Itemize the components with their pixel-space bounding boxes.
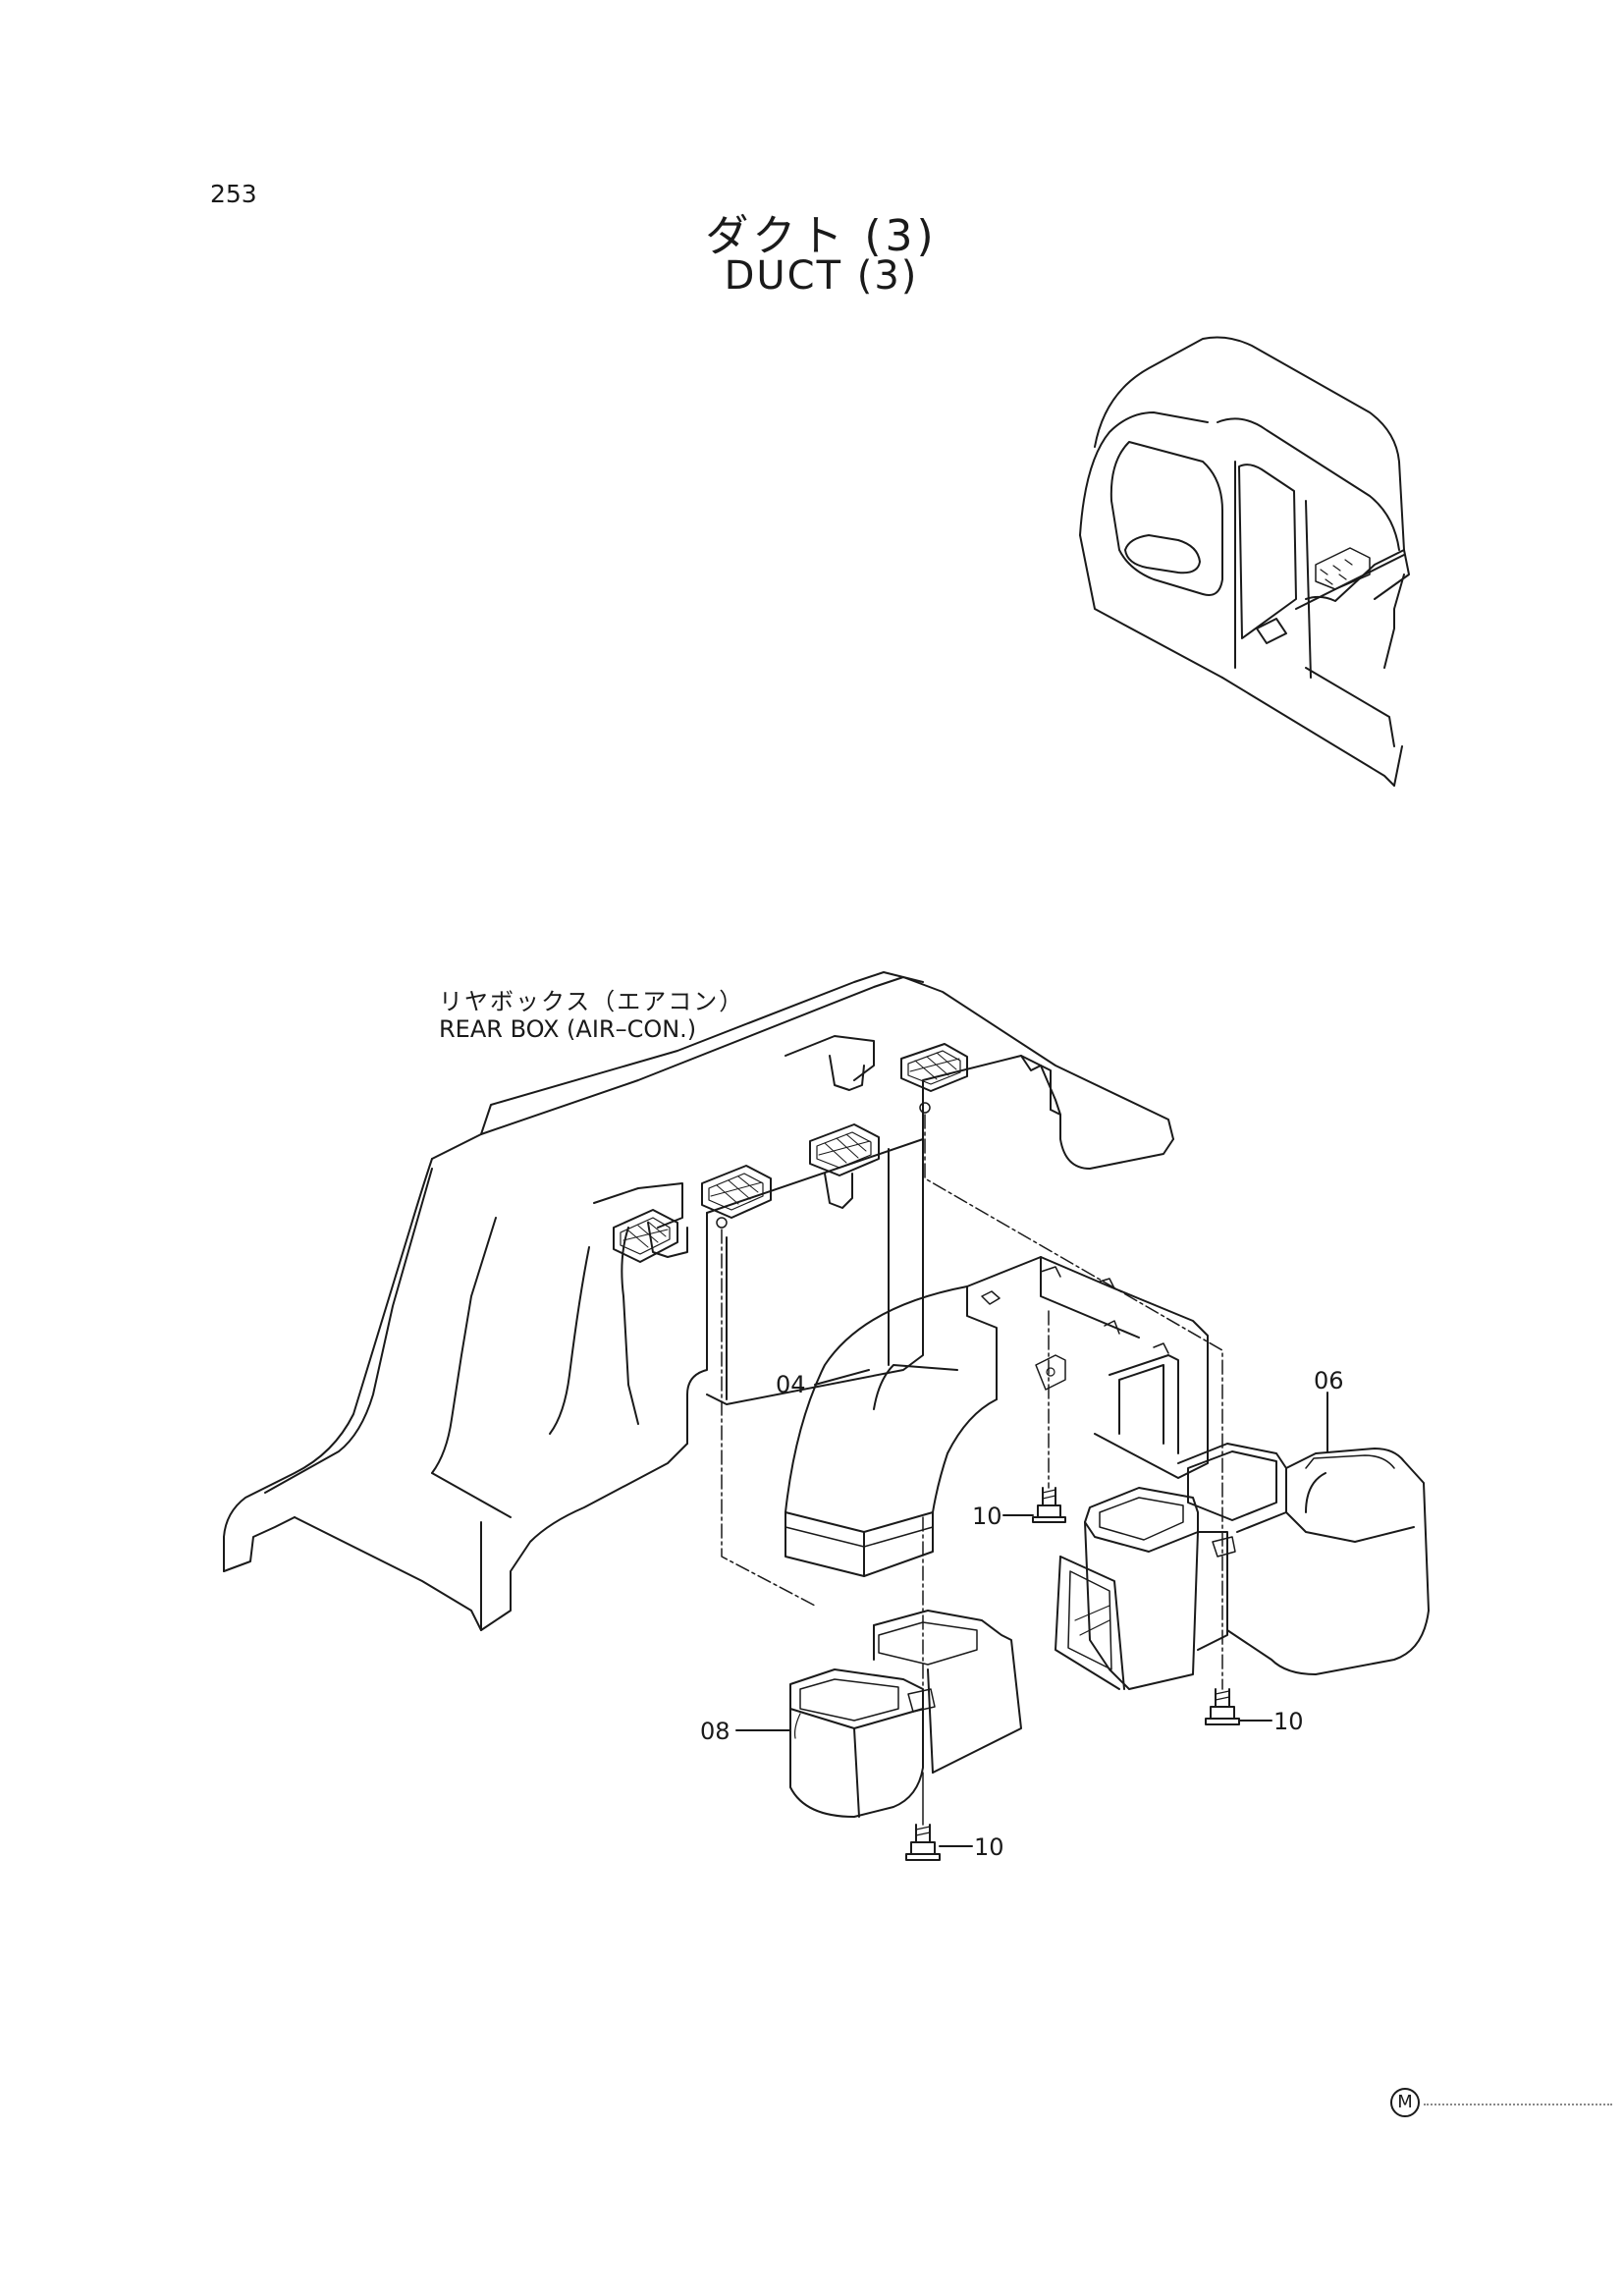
page-title-en: DUCT (3)	[724, 253, 919, 299]
page-title-jp: ダクト (3)	[705, 211, 938, 261]
model-marker-icon: M	[1390, 2088, 1420, 2117]
assembly-leader-lines	[721, 1114, 1223, 1729]
cab-overview-illustration	[1079, 336, 1410, 787]
part-label-10-upper: 10	[972, 1503, 1002, 1530]
part-label-08: 08	[700, 1718, 730, 1745]
part-label-10-lower: 10	[974, 1833, 1004, 1861]
page-number: 253	[210, 180, 257, 208]
part-label-04: 04	[776, 1371, 806, 1398]
duct-part-06	[1055, 1443, 1430, 1690]
part-label-10-right: 10	[1273, 1708, 1304, 1735]
screw-part-10-right	[1205, 1688, 1240, 1725]
rear-box-label-jp: リヤボックス（エアコン）	[439, 988, 745, 1015]
screw-part-10-lower	[905, 1824, 941, 1861]
screw-part-10-upper	[1032, 1487, 1066, 1523]
part-label-leaders	[735, 1369, 1328, 1847]
part-label-06: 06	[1314, 1367, 1344, 1394]
duct-part-04	[784, 1256, 1209, 1577]
marker-dotted-line	[1424, 2104, 1612, 2105]
rear-box-label-en: REAR BOX (AIR–CON.)	[439, 1015, 697, 1043]
duct-part-08	[789, 1610, 1022, 1818]
rear-box-air-con-illustration	[223, 971, 1174, 1631]
